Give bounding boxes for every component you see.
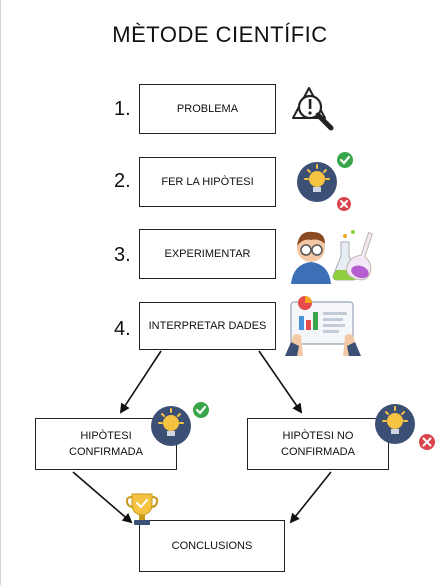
step-1-label: PROBLEMA (176, 102, 239, 115)
step-1-box: PROBLEMA (139, 84, 276, 134)
magnifier-warning-icon (292, 87, 334, 131)
step-1-number: 1. (114, 98, 131, 120)
lightbulb-check-icon (151, 402, 209, 446)
step-4-box: INTERPRETAR DADES (139, 302, 276, 350)
confirmed-box: HIPÒTESI CONFIRMADA (35, 418, 177, 470)
diagram-title: MÈTODE CIENTÍFIC (112, 22, 328, 47)
arrow-to-confirmed (119, 350, 162, 414)
confirmed-line1: HIPÒTESI (80, 429, 132, 442)
step-2-number: 2. (114, 170, 131, 192)
not-confirmed-line2: CONFIRMADA (281, 446, 355, 458)
not-confirmed-box: HIPÒTESI NO CONFIRMADA (247, 418, 389, 470)
step-2-label: FER LA HIPÒTESI (161, 175, 254, 188)
step-2-box: FER LA HIPÒTESI (139, 157, 276, 207)
arrow-not-confirmed-to-conclusions (289, 471, 332, 524)
trophy-bulb-icon (125, 493, 159, 525)
step-3-number: 3. (114, 244, 131, 266)
conclusions-box: CONCLUSIONS (139, 520, 285, 572)
conclusions-label: CONCLUSIONS (171, 539, 253, 552)
data-report-icon (285, 296, 361, 356)
step-3-label: EXPERIMENTAR (164, 247, 251, 260)
not-confirmed-line1: HIPÒTESI NO (282, 429, 354, 442)
lightbulb-cross-icon (375, 404, 435, 450)
step-4-number: 4. (114, 318, 131, 340)
confirmed-line2: CONFIRMADA (69, 446, 143, 458)
arrow-to-not-confirmed (258, 350, 303, 414)
scientist-flasks-icon (291, 230, 373, 284)
step-3-box: EXPERIMENTAR (139, 229, 276, 279)
step-4-label: INTERPRETAR DADES (148, 319, 267, 332)
lightbulb-check-cross-icon (297, 152, 353, 211)
arrow-confirmed-to-conclusions (72, 471, 133, 524)
